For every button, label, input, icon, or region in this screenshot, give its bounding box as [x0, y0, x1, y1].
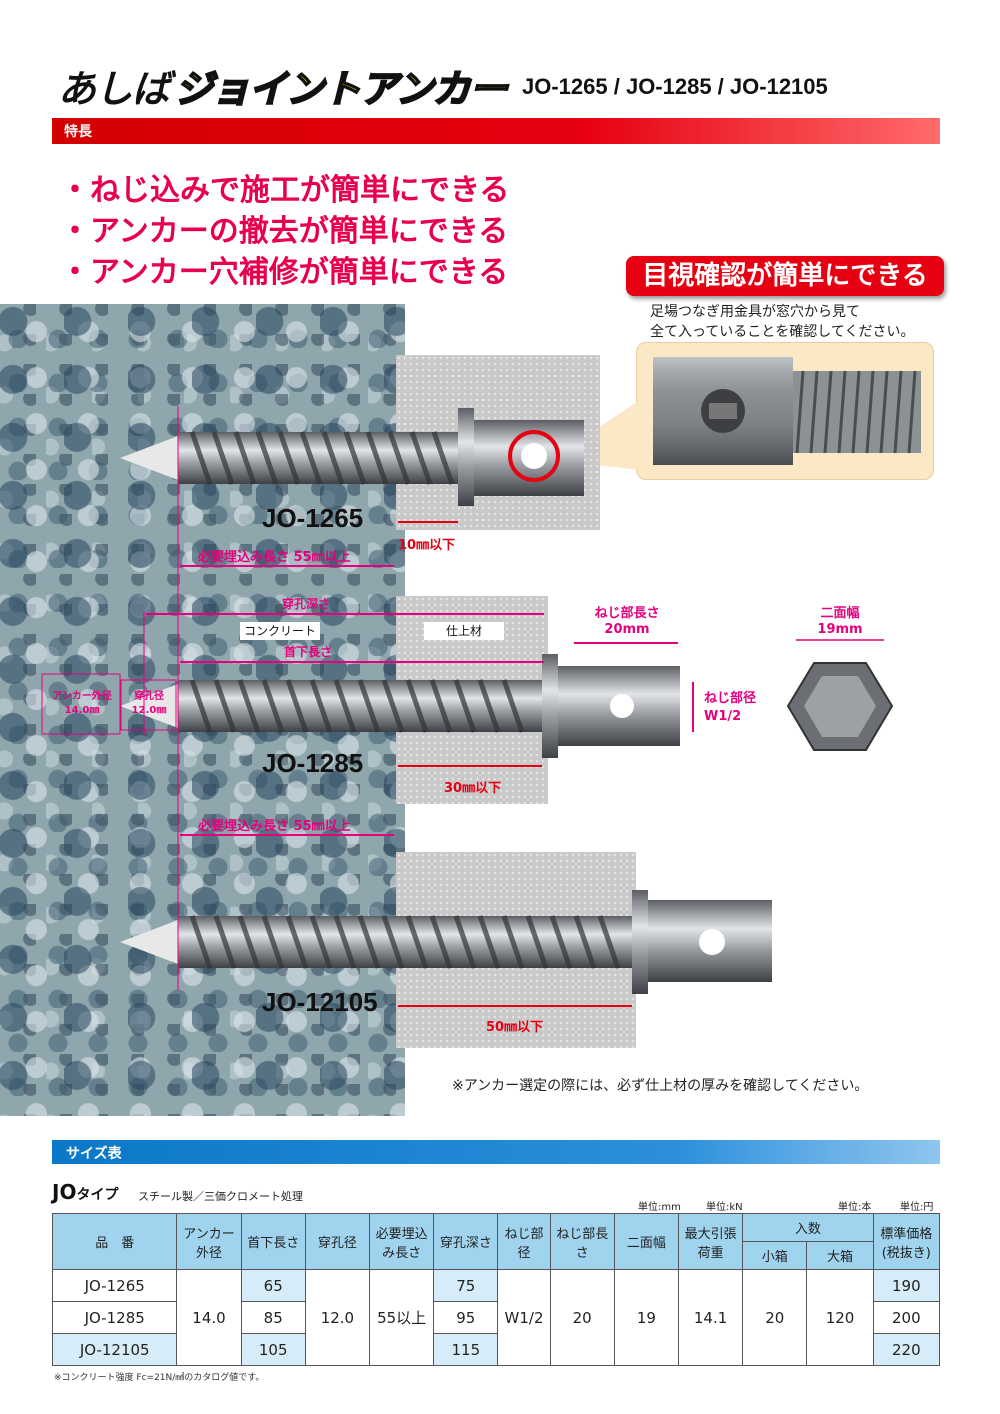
cell-large-box: 120: [806, 1269, 874, 1366]
unit-mm: 単位:mm: [638, 1202, 681, 1213]
anchor-window-closeup: [653, 357, 921, 465]
header-od: アンカー外径: [176, 1213, 242, 1270]
anchor-od-title: アンカー外径: [52, 691, 112, 702]
across-flats-label: 二面幅 19mm: [808, 606, 872, 638]
hole-dia-value: 12.0㎜: [131, 705, 167, 716]
hole-dia-title: 穿孔径: [134, 691, 164, 702]
cell-od: 14.0: [176, 1269, 242, 1366]
unit-kn: 単位:kN: [706, 1202, 743, 1213]
type-title: JOタイプ: [52, 1180, 118, 1204]
header-neck: 首下長さ: [240, 1213, 306, 1270]
features-section-label: 特長: [64, 124, 92, 140]
protrusion-label-3: 50㎜以下: [486, 1020, 544, 1035]
cell-price: 200: [872, 1301, 941, 1334]
type-big: JO: [52, 1180, 77, 1204]
anchor-diagram: [41, 406, 894, 1007]
embed-length-label-2: 必要埋込み長さ 55㎜以上: [198, 819, 351, 834]
selection-note: ※アンカー選定の際には、必ず仕上材の厚みを確認してください。: [452, 1078, 869, 1094]
table-row: JO-1285 85 95 200: [51, 1301, 941, 1334]
neck-length-label: 首下長さ: [284, 645, 333, 659]
header-small-box: 小箱: [742, 1241, 808, 1270]
header-name: 品 番: [51, 1213, 178, 1270]
model-label-1: JO-1265: [262, 503, 364, 533]
size-table-section-label: サイズ表: [66, 1146, 122, 1162]
anchor-od-label: アンカー外径 14.0㎜: [44, 690, 120, 718]
cell-small-box: 20: [742, 1269, 808, 1366]
brand-sub: ジョイントアンカー: [174, 66, 508, 112]
material-desc: スチール製／三価クロメート処理: [138, 1190, 303, 1203]
cell-name: JO-1285: [51, 1301, 178, 1334]
protrusion-label-1: 10㎜以下: [398, 538, 456, 553]
cell-price: 220: [872, 1333, 941, 1366]
anchor-jo-1285: [120, 654, 680, 758]
callout-line-2: 全て入っていることを確認してください。: [650, 324, 915, 340]
unit-yen: 単位:円: [900, 1202, 934, 1213]
header-large-box: 大箱: [806, 1241, 874, 1270]
cell-depth: 115: [433, 1333, 499, 1366]
size-table-section-bar: サイズ表: [52, 1140, 940, 1164]
protrusion-label-2: 30㎜以下: [444, 781, 502, 796]
cell-depth: 75: [433, 1269, 499, 1302]
header-embed: 必要埋込み長さ: [369, 1213, 435, 1270]
hex-across-flats-view: [786, 639, 894, 751]
header-across: 二面幅: [613, 1213, 680, 1270]
thread-length-label: ねじ部長さ 20mm: [584, 606, 670, 638]
callout-text: 足場つなぎ用金具が窓穴から見て 全て入っていることを確認してください。: [650, 302, 950, 342]
cell-thread-dia: W1/2: [497, 1269, 551, 1366]
hole-dia-label: 穿孔径 12.0㎜: [122, 690, 176, 718]
header-thread-dia: ねじ部径: [497, 1213, 551, 1270]
brand-logo: あしばジョイントアンカー: [58, 58, 509, 113]
cell-depth: 95: [433, 1301, 499, 1334]
feature-item-2: ・アンカーの撤去が簡単にできる: [60, 214, 509, 249]
features-section-bar: 特長: [52, 118, 940, 144]
callout-detail-box: [636, 342, 934, 480]
table-row: JO-12105 105 115 220: [51, 1333, 941, 1366]
thread-length-title: ねじ部長さ: [594, 606, 660, 621]
size-table: 品 番 アンカー外径 首下長さ 穿孔径 必要埋込み長さ 穿孔深さ ねじ部径 ねじ…: [51, 1213, 941, 1366]
thread-length-value: 20mm: [604, 622, 650, 637]
across-flats-title: 二面幅: [820, 606, 860, 621]
anchor-od-value: 14.0㎜: [64, 705, 100, 716]
cell-neck: 105: [240, 1333, 306, 1366]
drill-depth-label: 穿孔深さ: [282, 597, 331, 611]
brand-main: あしば: [58, 67, 170, 111]
feature-item-3: ・アンカー穴補修が簡単にできる: [60, 255, 509, 290]
header-qty: 入数: [742, 1213, 874, 1242]
cell-neck: 65: [240, 1269, 306, 1302]
cell-name: JO-12105: [51, 1333, 178, 1366]
cell-across: 19: [613, 1269, 680, 1366]
model-label-2: JO-1285: [262, 748, 364, 778]
model-list: JO-1265 / JO-1285 / JO-12105: [522, 74, 828, 99]
finish-material-label: 仕上材: [424, 622, 504, 640]
cell-thread-len: 20: [549, 1269, 615, 1366]
table-footnote: ※コンクリート強度 Fc=21N/㎟のカタログ値です。: [54, 1373, 265, 1383]
header-price: 標準価格(税抜き): [872, 1213, 941, 1270]
anchor-jo-12105: [120, 890, 772, 994]
across-flats-value: 19mm: [817, 622, 863, 637]
feature-item-1: ・ねじ込みで施工が簡単にできる: [60, 173, 510, 208]
header-hole: 穿孔径: [304, 1213, 371, 1270]
thread-dia-title: ねじ部径: [704, 691, 757, 706]
callout-title: 目視確認が簡単にできる: [626, 256, 944, 296]
type-small: タイプ: [76, 1187, 119, 1203]
callout-line-1: 足場つなぎ用金具が窓穴から見て: [650, 304, 860, 320]
cell-load: 14.1: [677, 1269, 744, 1366]
table-row: JO-1265 14.0 65 12.0 55以上 75 W1/2 20 19 …: [51, 1269, 941, 1366]
anchor-jo-1265: [120, 408, 584, 506]
cell-name: JO-1265: [51, 1269, 178, 1302]
cell-hole: 12.0: [304, 1269, 371, 1366]
embed-length-label-1: 必要埋込み長さ 55㎜以上: [198, 550, 351, 565]
cell-price: 190: [872, 1269, 941, 1302]
thread-dia-value: W1/2: [704, 709, 742, 724]
concrete-label: コンクリート: [240, 622, 320, 640]
cell-neck: 85: [240, 1301, 306, 1334]
cell-embed: 55以上: [369, 1269, 435, 1366]
unit-pcs: 単位:本: [838, 1202, 872, 1213]
header-thread-len: ねじ部長さ: [549, 1213, 615, 1270]
header-depth: 穿孔深さ: [433, 1213, 499, 1270]
header-load: 最大引張荷重: [677, 1213, 744, 1270]
model-label-3: JO-12105: [262, 987, 378, 1017]
thread-dia-label: ねじ部径 W1/2: [704, 690, 764, 726]
